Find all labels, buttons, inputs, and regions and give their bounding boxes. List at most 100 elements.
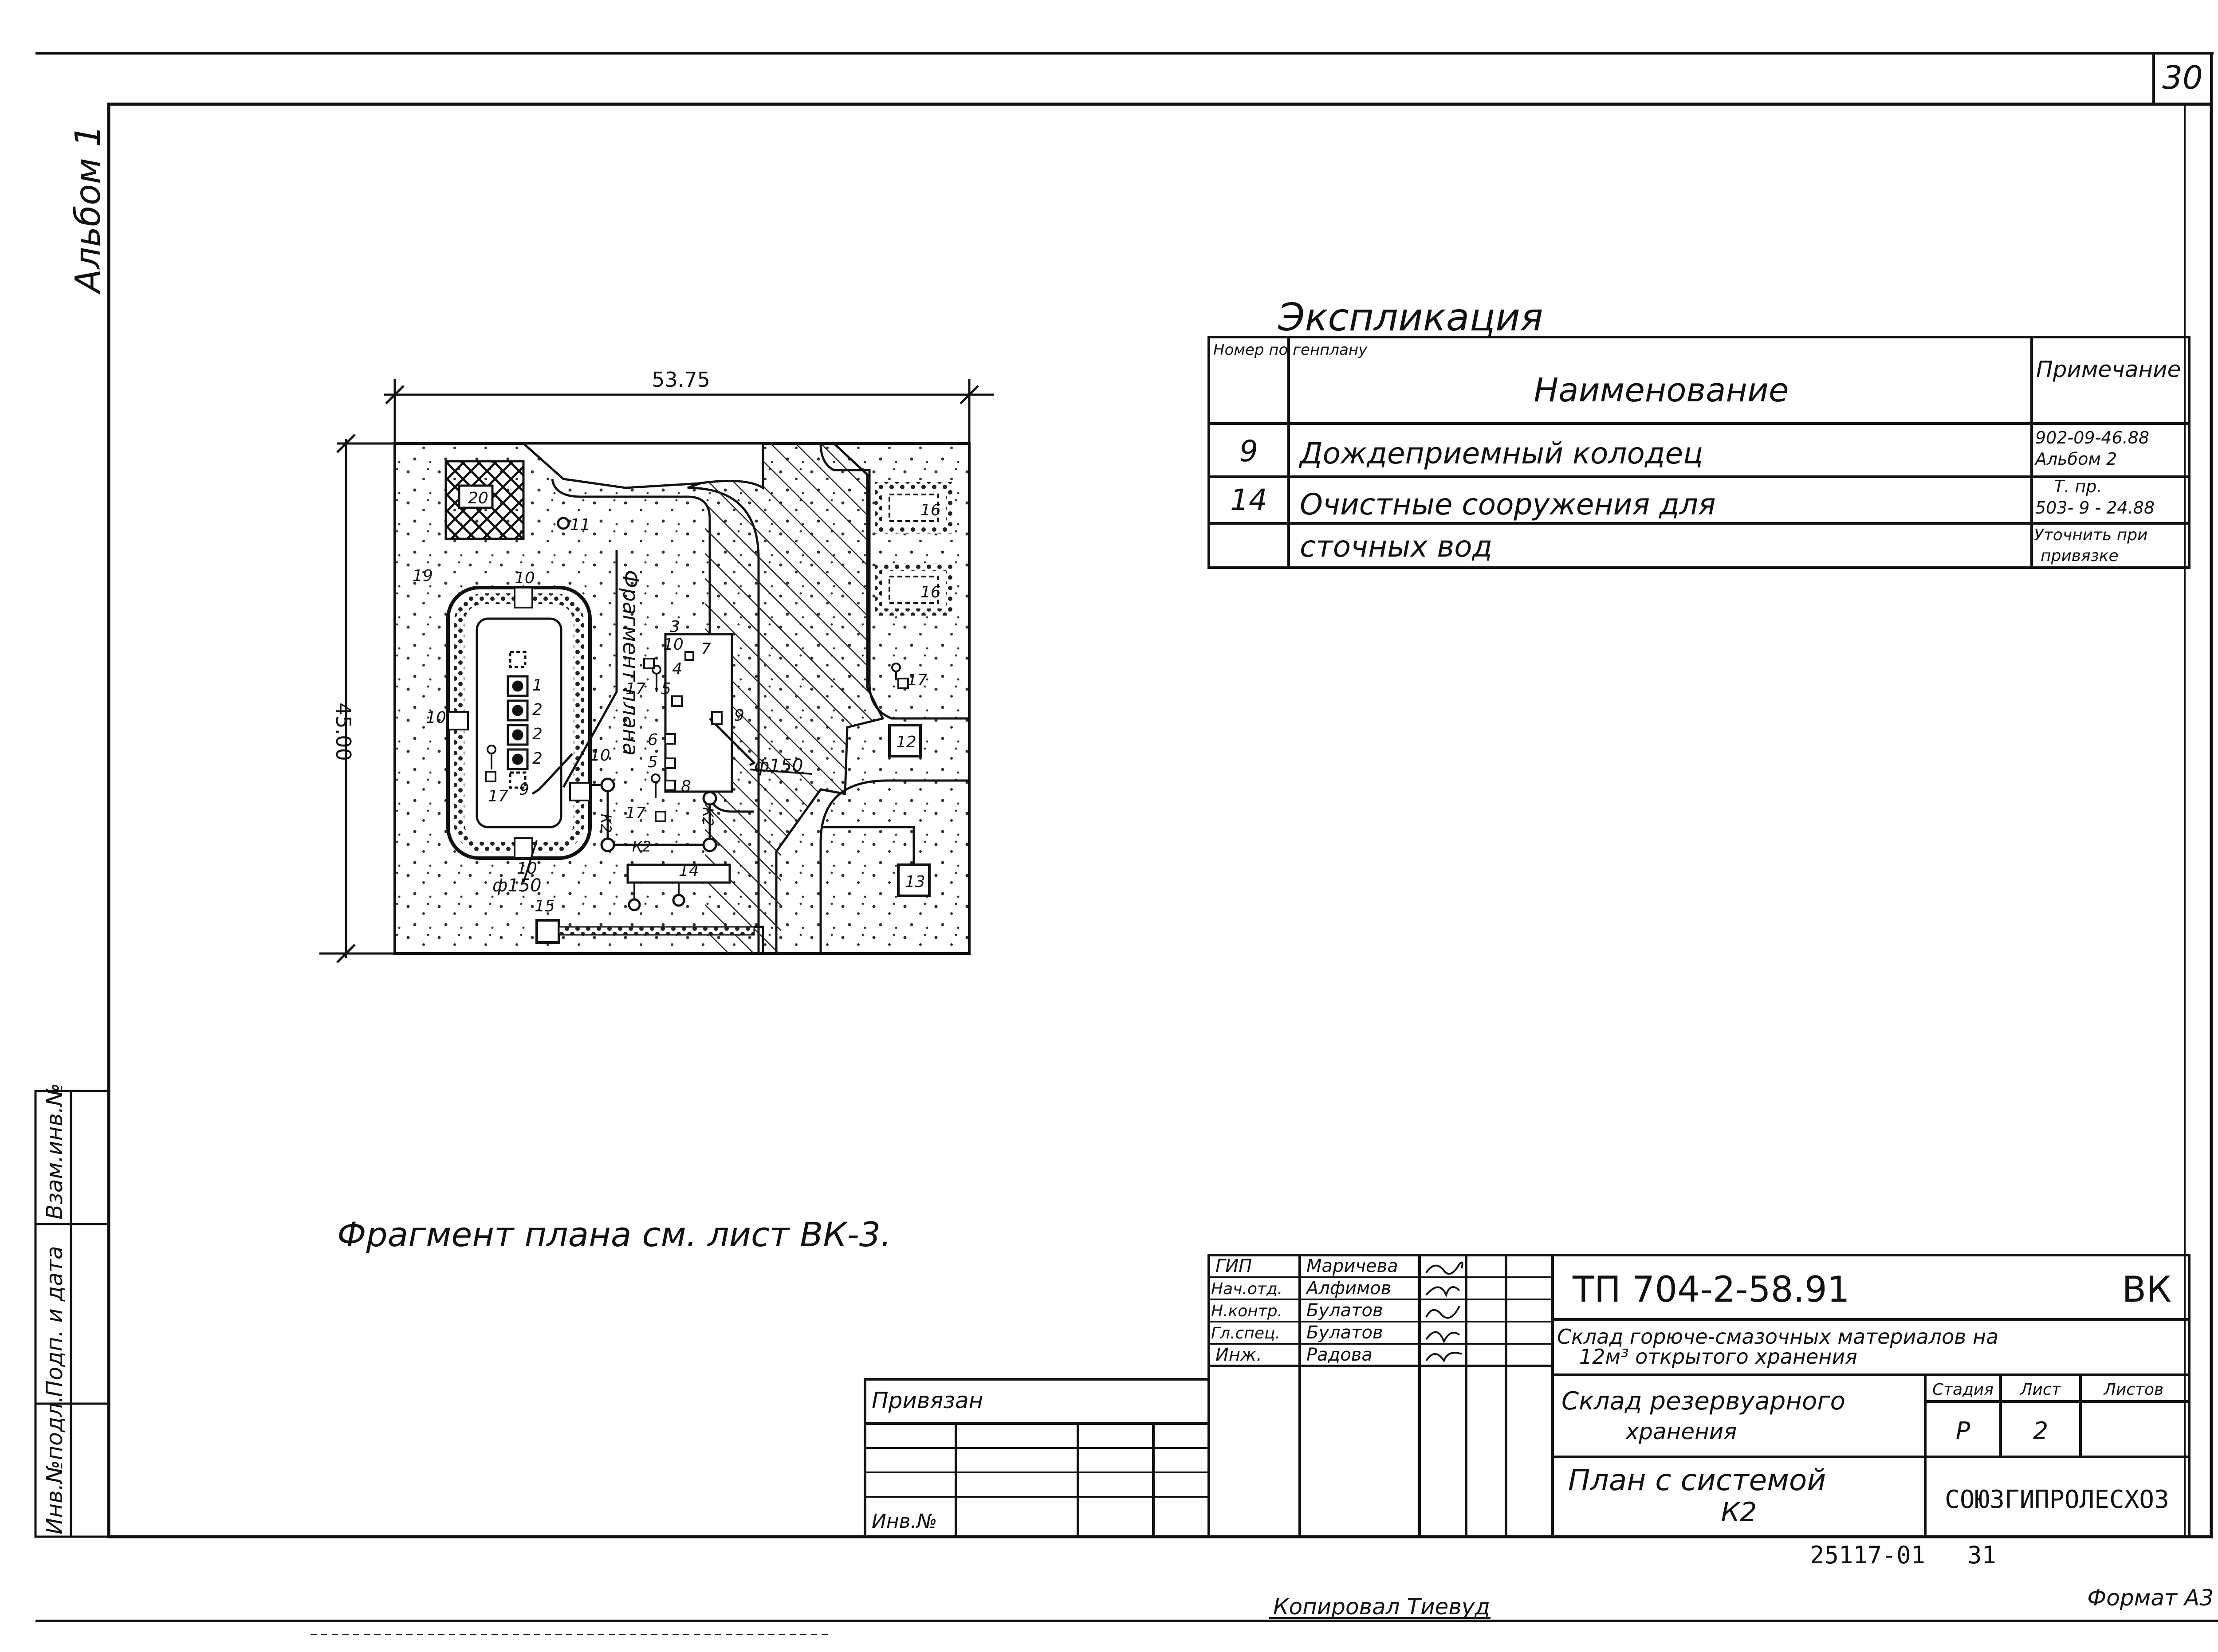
row-2-note-2: 503- 9 - 24.88 [2035, 498, 2155, 518]
marker-10: 10 [426, 709, 446, 727]
marker-5: 5 [648, 753, 658, 771]
drawing-title-1: План с системой [1568, 1463, 1826, 1497]
dimension-lines [319, 379, 994, 963]
pipe-label-2: ф150 [754, 756, 803, 776]
header-note: Примечание [2036, 357, 2181, 382]
sheet-frame [35, 52, 2218, 1635]
sig-name: Булатов [1306, 1300, 1383, 1321]
marker-1: 1 [532, 676, 543, 695]
drawing-title-2: К2 [1721, 1497, 1757, 1528]
stamp-inv-label: Инв.№подл. [42, 1396, 67, 1534]
stage-value: Р [1956, 1417, 1970, 1445]
sheet-format: Формат А3 [2087, 1585, 2214, 1611]
stamp-signature-label: Подп. и дата [42, 1246, 67, 1397]
row-3-name: сточных вод [1300, 530, 1492, 564]
row-2-note-1: Т. пр. [2054, 477, 2102, 496]
marker-10: 10 [590, 746, 610, 765]
marker-17: 17 [488, 787, 508, 805]
marker-5: 5 [661, 680, 671, 698]
marker-12: 12 [896, 733, 916, 751]
doc-code: ТП 704-2-58.91 [1572, 1269, 1850, 1310]
album-label: Альбом 1 [68, 125, 108, 295]
sheet-value: 2 [2033, 1417, 2048, 1445]
sewer-label: К2 [632, 838, 651, 855]
project-line-1: Склад горюче-смазочных материалов на [1557, 1325, 1998, 1349]
inv-no-label: Инв.№ [872, 1510, 937, 1533]
marker-2: 2 [532, 725, 543, 743]
marker-15: 15 [535, 897, 555, 915]
sewer-wells [557, 517, 717, 852]
marker-4: 4 [672, 660, 682, 678]
marker-2: 2 [532, 701, 543, 719]
row-3-note-2: привязке [2041, 547, 2119, 565]
marker-9: 9 [519, 781, 529, 799]
marker-10: 10 [517, 859, 537, 878]
fragment-caption: Фрагмент плана см. лист ВК-3. [337, 1215, 891, 1254]
marker-9: 9 [734, 706, 744, 725]
marker-10: 10 [663, 636, 684, 654]
project-line-2: 12м³ открытого хранения [1579, 1345, 1857, 1369]
pipe-label-1: ф150 [492, 875, 542, 896]
dim-width: 53.75 [652, 368, 710, 392]
structure-12 [888, 724, 922, 757]
object-line-1: Склад резервуарного [1561, 1387, 1845, 1416]
sewer-label: К2 [700, 807, 716, 826]
sig-role: Нач.отд. [1211, 1280, 1282, 1298]
marker-13: 13 [905, 873, 925, 891]
row-1-note-1: 902-09-46.88 [2035, 428, 2149, 447]
fixtures [485, 651, 909, 822]
row-1-note-2: Альбом 2 [2034, 449, 2117, 469]
row-1-number: 9 [1239, 434, 1258, 468]
object-line-2: хранения [1625, 1419, 1737, 1444]
explication-title: Экспликация [1278, 295, 1543, 340]
marker-17: 17 [625, 804, 646, 822]
marker-17: 17 [907, 671, 928, 689]
marker-6: 6 [648, 731, 658, 749]
marker-19: 19 [413, 567, 433, 585]
explication-table [1207, 336, 2190, 569]
row-2-number: 14 [1230, 483, 1267, 517]
row-3-note-1: Уточнить при [2034, 526, 2148, 544]
stage-header: Стадия [1932, 1381, 1994, 1399]
page-number: 30 [2162, 59, 2203, 96]
marker-16: 16 [920, 583, 941, 601]
stamp-replaced-label: Взам.инв.№ [42, 1083, 67, 1220]
sig-role: Н.контр. [1211, 1302, 1282, 1320]
attached-label: Привязан [872, 1388, 983, 1413]
marker-14: 14 [679, 862, 699, 880]
page-number-box [2152, 52, 2213, 106]
row-2-name: Очистные сооружения для [1300, 487, 1716, 522]
signature-scribbles [1425, 1261, 1463, 1363]
treatment-facility [626, 863, 731, 884]
marker-17: 17 [625, 680, 646, 698]
sig-role: Инж. [1215, 1345, 1262, 1365]
left-stamp [34, 1090, 110, 1538]
sig-role: ГИП [1215, 1256, 1252, 1276]
marker-16: 16 [920, 501, 941, 519]
row-1-name: Дождеприемный колодец [1298, 436, 1703, 471]
sig-name: Маричева [1306, 1256, 1398, 1276]
fragment-plan-label: Фрагмент плана [618, 570, 643, 756]
marker-3: 3 [670, 618, 680, 636]
site-plan: 53.75 45.00 Фрагмент плана ф150 ф150 К2 … [319, 368, 994, 963]
item-15 [535, 919, 560, 944]
sheets-header: Листов [2103, 1381, 2163, 1399]
marker-20: 20 [468, 489, 488, 507]
archive-sheet: 31 [1967, 1541, 1996, 1569]
archive-number: 25117-01 [1810, 1541, 1925, 1569]
header-name: Наименование [1534, 371, 1789, 409]
structure-13 [897, 863, 931, 897]
signature-rows: ГИП Маричева Нач.отд. Алфимов Н.контр. Б… [1211, 1256, 1398, 1365]
sig-role: Гл.спец. [1211, 1324, 1280, 1342]
marker-10: 10 [515, 569, 535, 587]
dim-height: 45.00 [331, 702, 355, 761]
sig-name: Булатов [1306, 1322, 1383, 1343]
marker-2: 2 [532, 749, 543, 768]
sig-name: Алфимов [1305, 1278, 1391, 1299]
organization: СОЮЗГИПРОЛЕСХОЗ [1945, 1485, 2169, 1514]
marker-7: 7 [701, 640, 711, 658]
doc-mark: ВК [2122, 1269, 2171, 1310]
header-number: Номер по генплану [1213, 341, 1368, 359]
title-block [864, 1254, 2190, 1538]
